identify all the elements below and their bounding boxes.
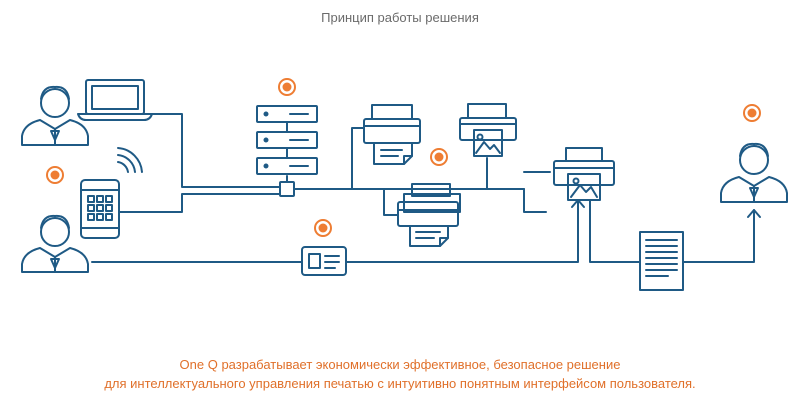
description-line-2: для интеллектуального управления печатью… [104, 376, 696, 391]
wifi-icon [117, 147, 143, 173]
description-line-1: One Q разрабатывает экономически эффекти… [179, 357, 621, 372]
user-top-left-icon [21, 85, 89, 146]
solution-description: One Q разрабатывает экономически эффекти… [0, 355, 800, 393]
connection-lines [91, 113, 761, 263]
document-icon [639, 231, 684, 291]
tablet-icon [80, 179, 120, 239]
id-card-icon [301, 246, 347, 276]
printer-front-icon [397, 183, 461, 247]
user-bottom-left-icon [21, 214, 89, 273]
marker-printer [430, 148, 448, 166]
step-markers [46, 78, 761, 237]
marker-user-right [743, 104, 761, 122]
laptop-icon [77, 79, 153, 121]
marker-user-bottom [46, 166, 64, 184]
photo-printer-right-icon [553, 147, 615, 201]
marker-server [278, 78, 296, 96]
network-hub [279, 181, 295, 197]
photo-printer-icon [459, 103, 517, 157]
printer-top-icon [363, 104, 421, 165]
server-icon [256, 105, 318, 175]
user-right-icon [720, 142, 788, 203]
page-title: Принцип работы решения [321, 10, 479, 25]
marker-card [314, 219, 332, 237]
